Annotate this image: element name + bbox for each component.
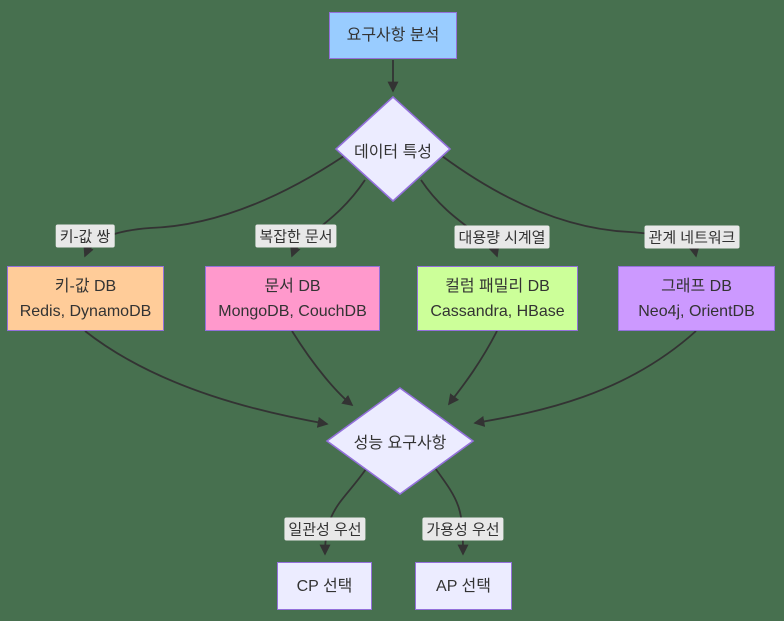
node-ap-choice-label: AP 선택 (436, 577, 491, 595)
edge-doc-to-perf (291, 330, 354, 407)
node-document-db-title: 문서 DB (264, 277, 321, 295)
node-cp-choice-label: CP 선택 (296, 577, 353, 595)
node-graph-db-title: 그래프 DB (661, 277, 732, 295)
node-graph-db-subtitle: Neo4j, OrientDB (638, 302, 755, 320)
decision-data-characteristics-shape (334, 95, 452, 203)
edge-label-key-value-pair: 키-값 쌍 (55, 224, 115, 248)
node-ap-choice: AP 선택 (415, 562, 512, 610)
node-kv-db-title: 키-값 DB (54, 277, 117, 295)
node-column-family-db-subtitle: Cassandra, HBase (430, 302, 565, 320)
node-kv-db-subtitle: Redis, DynamoDB (19, 302, 152, 320)
decision-data-characteristics-label: 데이터 특성 (353, 144, 433, 161)
node-kv-db: 키-값 DB Redis, DynamoDB (7, 266, 164, 331)
edge-label-availability-first: 가용성 우선 (422, 517, 504, 541)
node-requirements-analysis-label: 요구사항 분석 (346, 27, 440, 44)
node-requirements-analysis: 요구사항 분석 (329, 12, 457, 59)
node-column-family-db: 컬럼 패밀리 DB Cassandra, HBase (417, 266, 578, 331)
node-document-db: 문서 DB MongoDB, CouchDB (205, 266, 380, 331)
edge-column-to-perf (448, 330, 498, 406)
edge-label-relation-network: 관계 네트워크 (644, 225, 740, 249)
edge-label-large-timeseries: 대용량 시계열 (454, 225, 550, 249)
edge-kv-to-perf (84, 330, 329, 428)
node-document-db-subtitle: MongoDB, CouchDB (218, 302, 367, 320)
decision-performance-label: 성능 요구사항 (353, 435, 447, 452)
node-cp-choice: CP 선택 (277, 562, 372, 610)
node-graph-db: 그래프 DB Neo4j, OrientDB (618, 266, 775, 331)
edge-perf-to-cp (319, 468, 367, 556)
edge-perf-to-ap (434, 467, 469, 556)
edge-label-consistency-first: 일관성 우선 (284, 517, 366, 541)
edge-graph-to-perf (473, 330, 697, 427)
decision-performance-shape (325, 387, 475, 495)
edge-label-complex-document: 복잡한 문서 (255, 224, 337, 248)
node-column-family-db-title: 컬럼 패밀리 DB (445, 277, 550, 295)
